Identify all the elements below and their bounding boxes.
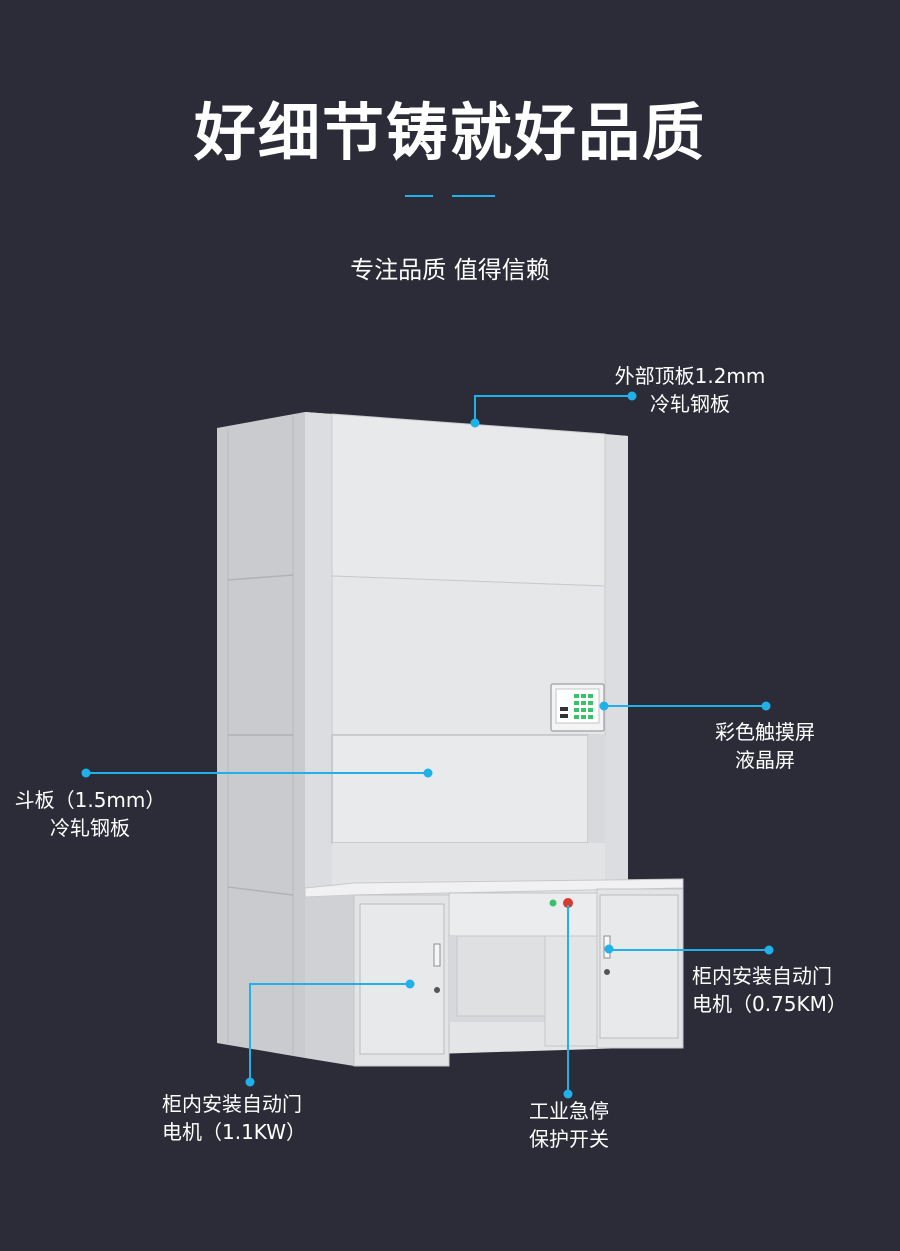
top-panel bbox=[331, 413, 606, 587]
callout-touch-screen: 彩色触摸屏 液晶屏 bbox=[690, 718, 840, 774]
middle-drawer bbox=[448, 892, 598, 937]
callout-right-door-motor-line2: 电机（0.75KM） bbox=[692, 992, 847, 1016]
callout-line-right-door bbox=[608, 949, 769, 951]
title-underline-left bbox=[405, 195, 433, 197]
callout-touch-screen-line2: 液晶屏 bbox=[735, 748, 795, 772]
title-underline-right bbox=[452, 195, 495, 197]
callout-left-door-motor-line1: 柜内安装自动门 bbox=[162, 1092, 302, 1116]
callout-line-left-door bbox=[249, 983, 410, 1082]
callout-touch-screen-line1: 彩色触摸屏 bbox=[715, 720, 815, 744]
touch-screen-panel bbox=[550, 683, 605, 732]
emergency-stop-button bbox=[563, 898, 573, 908]
right-door bbox=[599, 894, 679, 1039]
callout-emergency-stop-line1: 工业急停 bbox=[529, 1099, 609, 1123]
callout-line-top-panel bbox=[474, 395, 632, 423]
callout-bucket-plate-line1: 斗板（1.5mm） bbox=[14, 788, 166, 812]
callout-top-panel-line2: 冷轧钢板 bbox=[650, 392, 730, 416]
callout-emergency-stop: 工业急停 保护开关 bbox=[510, 1097, 628, 1153]
callout-right-door-motor-line1: 柜内安装自动门 bbox=[692, 964, 832, 988]
bucket-opening bbox=[331, 734, 589, 844]
callout-left-door-motor-line2: 电机（1.1KW） bbox=[162, 1120, 306, 1144]
callout-emergency-stop-line2: 保护开关 bbox=[529, 1127, 609, 1151]
callout-left-door-motor: 柜内安装自动门 电机（1.1KW） bbox=[162, 1090, 306, 1146]
left-door bbox=[359, 903, 445, 1055]
callout-bucket-plate-line2: 冷轧钢板 bbox=[50, 816, 130, 840]
callout-top-panel: 外部顶板1.2mm 冷轧钢板 bbox=[600, 362, 780, 418]
callout-bucket-plate: 斗板（1.5mm） 冷轧钢板 bbox=[5, 786, 175, 842]
callout-right-door-motor: 柜内安装自动门 电机（0.75KM） bbox=[692, 962, 847, 1018]
page-subtitle: 专注品质 值得信赖 bbox=[350, 256, 550, 284]
callout-top-panel-line1: 外部顶板1.2mm bbox=[614, 364, 766, 388]
page-title: 好细节铸就好品质 bbox=[193, 96, 706, 169]
